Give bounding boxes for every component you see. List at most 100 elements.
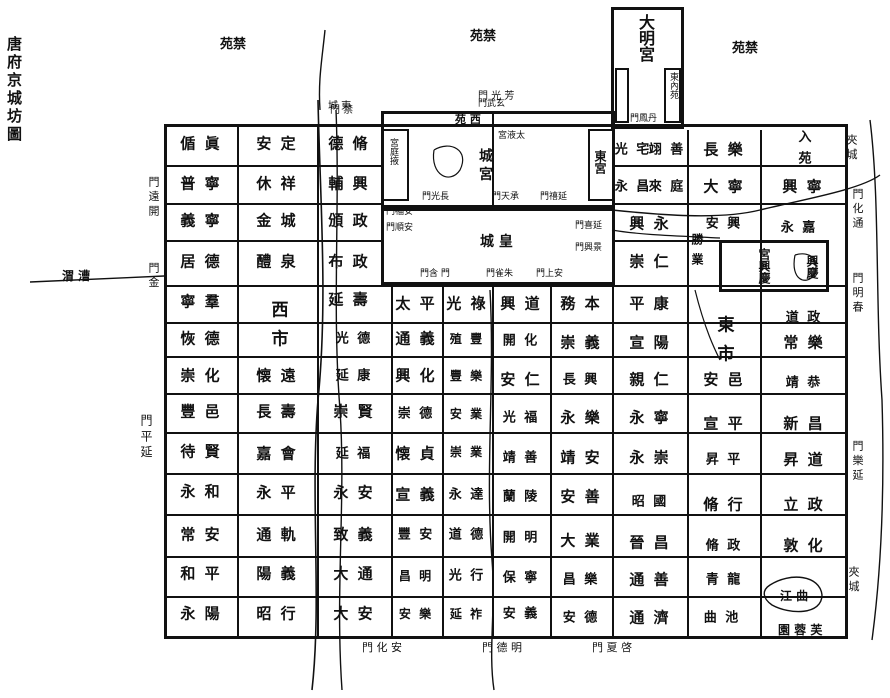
imperial-city-label: 城 皇 bbox=[480, 234, 513, 250]
ward-label: 來 庭 bbox=[648, 179, 686, 195]
ward-label: 開 明 bbox=[502, 530, 540, 546]
ward-label: 立 政 bbox=[783, 495, 825, 514]
gate-label-west-3: 門 平 延 bbox=[139, 414, 153, 458]
ward-label: 金 城 bbox=[256, 211, 298, 230]
ward-label: 保 寧 bbox=[502, 570, 540, 586]
xingqing-small-label: 興慶 bbox=[805, 255, 819, 279]
daming-inner-left bbox=[615, 68, 629, 123]
ward-label: 崇 義 bbox=[560, 333, 602, 352]
ward-label: 昌 樂 bbox=[562, 572, 600, 588]
ward-label: 安 定 bbox=[256, 134, 298, 153]
ward-label: 敦 化 bbox=[783, 536, 825, 555]
ward-label: 靖 安 bbox=[560, 448, 602, 467]
ward-label: 興 寧 bbox=[782, 177, 824, 196]
ward-label: 興 永 bbox=[629, 214, 671, 233]
gate-label-east-1: 門 化 通 bbox=[851, 188, 864, 228]
ward-label: 永 平 bbox=[256, 483, 298, 502]
ward-label: 脩 行 bbox=[703, 495, 745, 514]
ward-label: 豐 樂 bbox=[449, 369, 485, 383]
daming-east-park bbox=[664, 68, 681, 123]
palace-gate-left-label: 門光長 bbox=[422, 192, 450, 202]
ward-label: 入 苑 bbox=[795, 129, 811, 167]
ward-label: 崇 賢 bbox=[333, 402, 375, 421]
ward-label: 豐 安 bbox=[397, 527, 435, 543]
palace-city-label: 城 宮 bbox=[477, 148, 493, 181]
gate-label-east-3: 門 樂 延 bbox=[851, 440, 864, 480]
ward-label: 大 安 bbox=[333, 604, 375, 623]
ward-label: 通 軌 bbox=[256, 525, 298, 544]
qujiang-lake-label: 江 曲 bbox=[780, 589, 809, 603]
ward-label: 常 樂 bbox=[783, 333, 825, 352]
palace-south-gate-label: 門天承 bbox=[492, 192, 520, 202]
ward-label: 靖 恭 bbox=[785, 375, 823, 391]
ward-label: 永 陽 bbox=[180, 604, 222, 623]
gate-label-south-2: 門 德 明 bbox=[482, 641, 522, 654]
ward-label: 光 祿 bbox=[446, 294, 488, 313]
map-caption: 唐府京城坊圖 bbox=[5, 36, 23, 144]
ward-label: 安 業 bbox=[449, 407, 485, 421]
ward-label: 親 仁 bbox=[629, 370, 671, 389]
ward-label: 長 樂 bbox=[703, 140, 745, 159]
ward-label: 崇 德 bbox=[397, 406, 435, 422]
ward-label: 晉 昌 bbox=[629, 533, 671, 552]
ward-label: 寧 羣 bbox=[180, 292, 222, 311]
ward-label: 殖 豐 bbox=[449, 332, 485, 346]
road-label-west: 城 東 bbox=[328, 101, 352, 112]
ward-label: 和 平 bbox=[180, 564, 222, 583]
palace-gate-right-label: 門禧延 bbox=[540, 192, 568, 202]
ward-label: 宣 陽 bbox=[629, 333, 671, 352]
ward-label: 延 祚 bbox=[449, 607, 485, 621]
ward-label: 安 仁 bbox=[500, 370, 542, 389]
palace-inner-label: 宮液太 bbox=[498, 131, 526, 141]
ward-label: 靖 善 bbox=[502, 450, 540, 466]
ward-label: 永 崇 bbox=[629, 448, 671, 467]
ward-label: 恢 德 bbox=[180, 329, 222, 348]
ward-label: 醴 泉 bbox=[256, 252, 298, 271]
daming-palace-wall bbox=[611, 7, 684, 129]
xingqing-palace-label: 宮興慶 bbox=[757, 248, 771, 284]
palace-left-hall bbox=[381, 129, 409, 201]
ward-label: 崇 化 bbox=[180, 366, 222, 385]
ward-label: 義 寧 bbox=[180, 211, 222, 230]
ward-label: 道 德 bbox=[448, 527, 486, 543]
west-market-label: 西 市 bbox=[267, 300, 288, 350]
ward-label: 蘭 陵 bbox=[502, 489, 540, 505]
daming-palace-label: 大明宮 bbox=[636, 14, 655, 62]
ward-label: 待 賢 bbox=[180, 442, 222, 461]
ward-label: 長 壽 bbox=[256, 402, 298, 421]
ward-label: 延 福 bbox=[335, 446, 373, 462]
ward-label: 崇 仁 bbox=[629, 252, 671, 271]
imperial-left-label-2: 門順安 bbox=[386, 223, 414, 233]
ward-label: 開 化 bbox=[502, 333, 540, 349]
palace-right-hall-label: 東宮 bbox=[593, 150, 607, 174]
ward-label: 昇 道 bbox=[783, 450, 825, 469]
ward-label: 大 寧 bbox=[703, 177, 745, 196]
ward-label: 德 脩 bbox=[328, 134, 370, 153]
ward-label: 勝 業 bbox=[690, 232, 704, 268]
ward-label: 大 業 bbox=[560, 531, 602, 550]
ward-label: 常 安 bbox=[180, 525, 222, 544]
gate-label-west-1: 門 遠 開 bbox=[147, 176, 160, 216]
ward-label: 曲 池 bbox=[703, 610, 741, 626]
gate-label-east-2: 門 明 春 bbox=[851, 272, 864, 312]
imperial-gate-left-label: 門含 門 bbox=[420, 269, 450, 279]
xingqing-palace-wall bbox=[719, 240, 829, 292]
ward-label: 大 通 bbox=[333, 564, 375, 583]
ward-label: 布 政 bbox=[328, 252, 370, 271]
ward-label: 通 善 bbox=[629, 570, 671, 589]
ward-label: 翊 善 bbox=[648, 142, 686, 158]
ward-label: 光 福 bbox=[502, 410, 540, 426]
ward-label: 永 和 bbox=[180, 482, 222, 501]
palace-left-hall-label: 宮庭掖 bbox=[388, 138, 398, 165]
park-label-west: 苑禁 bbox=[220, 37, 247, 52]
ward-label: 偱 眞 bbox=[180, 134, 222, 153]
ward-label: 休 祥 bbox=[256, 174, 298, 193]
ward-label: 永 達 bbox=[448, 487, 486, 503]
ward-label: 致 義 bbox=[333, 525, 375, 544]
canal-label: 渭 漕 bbox=[62, 269, 91, 283]
gate-label-south-1: 門 化 安 bbox=[362, 641, 402, 654]
east-market-label: 東 市 bbox=[713, 315, 734, 365]
imperial-gate-right-label: 門上安 bbox=[536, 269, 564, 279]
ward-label: 宣 義 bbox=[395, 485, 437, 504]
